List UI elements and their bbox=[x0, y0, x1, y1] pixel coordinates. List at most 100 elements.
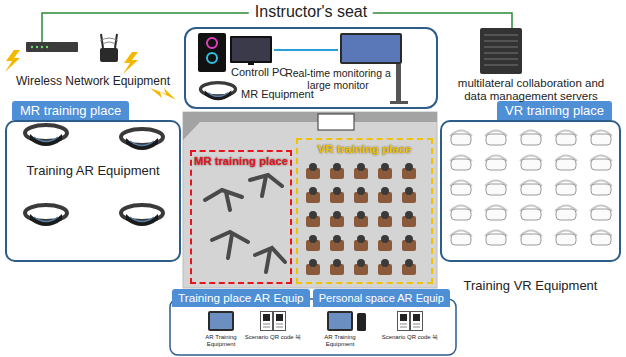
illustration-part bbox=[207, 53, 217, 63]
illustration-part bbox=[41, 46, 43, 48]
illustration-part bbox=[450, 231, 472, 246]
equip-tab: Personal space AR Equip bbox=[313, 289, 450, 307]
illustration-part bbox=[306, 187, 320, 203]
ar-equip-panel bbox=[170, 299, 456, 355]
illustration-part bbox=[485, 131, 507, 146]
illustration-part bbox=[306, 235, 320, 251]
illustration-part bbox=[402, 259, 416, 275]
tab-heading: Training place AR Equip bbox=[172, 289, 310, 307]
illustration-part bbox=[520, 131, 542, 146]
illustration-part bbox=[354, 235, 368, 251]
illustration-part bbox=[590, 131, 612, 146]
illustration-part bbox=[230, 36, 272, 63]
training-area: VR training place bbox=[440, 101, 621, 262]
illustration-part bbox=[201, 83, 236, 101]
illustration-part bbox=[103, 42, 115, 44]
illustration-part bbox=[357, 313, 366, 331]
illustration-part bbox=[25, 125, 67, 146]
illustration-part bbox=[306, 259, 320, 275]
illustration-part bbox=[46, 46, 48, 48]
tab-heading: MR training place bbox=[12, 101, 129, 120]
illustration-part bbox=[170, 299, 456, 355]
illustration-part bbox=[340, 33, 402, 64]
label-text: multilateral collaboration and data mana… bbox=[448, 77, 614, 103]
label-text: Wireless Network Equipment bbox=[8, 75, 178, 89]
illustration-part bbox=[378, 163, 392, 179]
illustration-part bbox=[484, 35, 518, 36]
illustration-part bbox=[115, 34, 117, 48]
illustration-part bbox=[520, 231, 542, 246]
illustration-part bbox=[555, 181, 577, 196]
illustration-part bbox=[274, 49, 338, 51]
illustration-part bbox=[306, 211, 320, 227]
illustration-part bbox=[100, 48, 118, 62]
illustration-part bbox=[330, 163, 344, 179]
illustration-part bbox=[261, 312, 286, 331]
illustration-part bbox=[555, 206, 577, 221]
illustration-part bbox=[198, 33, 226, 72]
illustration-part bbox=[484, 65, 518, 66]
pc-monitor-link bbox=[274, 50, 338, 51]
room-render bbox=[183, 112, 437, 288]
illustration-part bbox=[208, 311, 234, 331]
heading-text: Instructor's seat bbox=[249, 3, 373, 21]
illustration-part bbox=[354, 163, 368, 179]
zone-label: MR training place bbox=[194, 155, 288, 167]
illustration-part bbox=[378, 187, 392, 203]
illustration-part bbox=[232, 38, 270, 61]
illustration-part bbox=[327, 311, 353, 331]
illustration-part bbox=[450, 181, 472, 196]
illustration-part bbox=[354, 187, 368, 203]
label-text: Training VR Equipment bbox=[440, 279, 621, 294]
illustration-part bbox=[402, 211, 416, 227]
illustration-part bbox=[480, 28, 522, 74]
illustration-part bbox=[485, 206, 507, 221]
mr-equipment-icon bbox=[201, 83, 236, 101]
illustration-part bbox=[5, 50, 20, 72]
illustration-part bbox=[250, 175, 282, 196]
label-text: Scenario QR code 북 bbox=[380, 334, 440, 341]
illustration-part bbox=[378, 235, 392, 251]
illustration-part bbox=[555, 156, 577, 171]
illustration-part bbox=[390, 101, 408, 104]
illustration-part bbox=[378, 211, 392, 227]
label-text: AR Training Equipment bbox=[192, 334, 250, 348]
illustration-part bbox=[520, 206, 542, 221]
zone-outline: VR training place bbox=[296, 138, 433, 284]
illustration-part bbox=[248, 63, 254, 65]
illustration-part bbox=[183, 112, 437, 288]
illustration-part bbox=[484, 47, 518, 48]
illustration-part bbox=[330, 235, 344, 251]
illustration-part bbox=[485, 231, 507, 246]
label-text: Real-time monitoring a large monitor bbox=[284, 67, 392, 91]
illustration-part bbox=[205, 190, 242, 210]
illustration-part bbox=[520, 181, 542, 196]
illustration-part bbox=[450, 131, 472, 146]
illustration-part bbox=[36, 46, 38, 48]
illustration-part bbox=[555, 231, 577, 246]
tab-heading: VR training place bbox=[497, 101, 612, 120]
equip-tab: Training place AR Equip bbox=[172, 289, 310, 307]
illustration-part bbox=[396, 64, 401, 102]
illustration-part bbox=[25, 205, 67, 226]
illustration-part bbox=[402, 187, 416, 203]
illustration-part bbox=[31, 46, 33, 48]
vr-headsets bbox=[450, 131, 612, 246]
illustration-part bbox=[183, 112, 437, 140]
illustration-part bbox=[450, 156, 472, 171]
illustration-part bbox=[484, 59, 518, 60]
illustration-part bbox=[318, 114, 354, 130]
tab-heading: Personal space AR Equip bbox=[313, 289, 450, 307]
illustration-part bbox=[101, 34, 103, 48]
illustration-part bbox=[402, 235, 416, 251]
illustration-part bbox=[207, 38, 217, 48]
illustration-part bbox=[306, 163, 320, 179]
label-text: Scenario QR code 북 bbox=[244, 334, 302, 341]
illustration-part bbox=[212, 232, 248, 258]
illustration-part bbox=[330, 211, 344, 227]
illustration-part bbox=[485, 156, 507, 171]
illustration-part bbox=[398, 312, 423, 331]
vr-chairs bbox=[306, 163, 416, 275]
area-border bbox=[440, 120, 621, 262]
